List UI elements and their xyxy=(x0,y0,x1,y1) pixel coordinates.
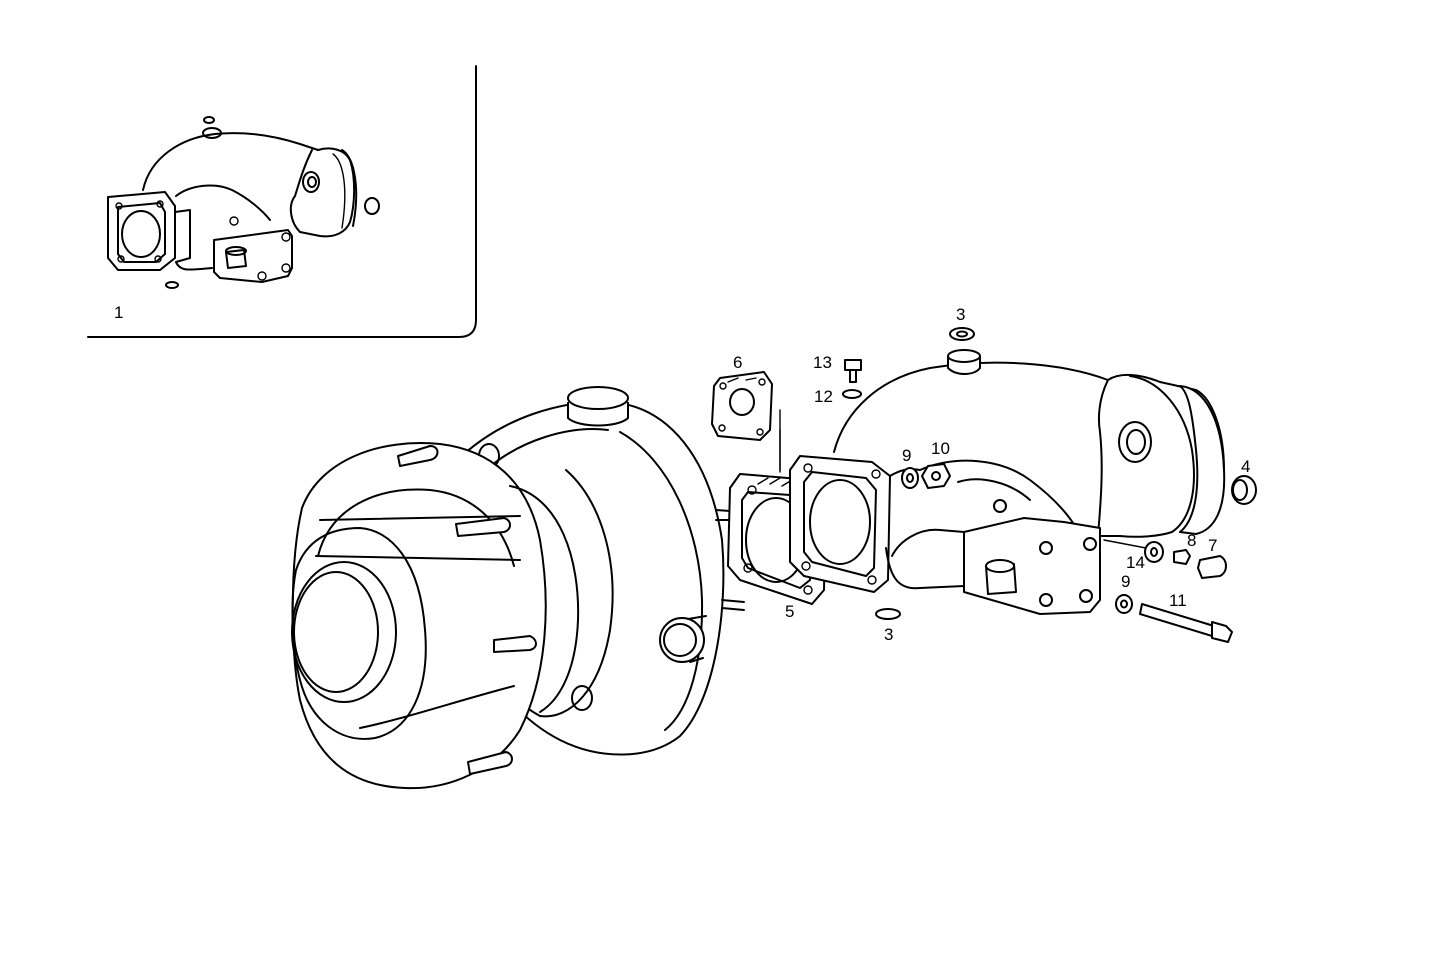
leader-lines xyxy=(779,429,1147,549)
callout-9-top: 9 xyxy=(902,446,911,465)
part-11-stud-bolt xyxy=(1139,603,1233,643)
callout-8: 8 xyxy=(1187,531,1196,550)
callout-14: 14 xyxy=(1126,553,1145,572)
callout-11: 11 xyxy=(1169,591,1187,610)
part-12-washer xyxy=(842,389,862,399)
exhaust-manifold xyxy=(789,349,1226,615)
callout-5: 5 xyxy=(785,602,794,621)
callout-10: 10 xyxy=(931,439,950,458)
callout-3-top: 3 xyxy=(956,305,965,324)
part-13-bolt xyxy=(844,359,862,383)
callout-1: 1 xyxy=(114,303,123,322)
part-3-washer-bottom xyxy=(875,608,901,620)
callout-3-bottom: 3 xyxy=(884,625,893,644)
part-9-washer-top xyxy=(901,467,919,489)
part-7-plug xyxy=(1197,555,1227,579)
inset-frame xyxy=(87,65,477,338)
callout-9-bottom: 9 xyxy=(1121,572,1130,591)
callout-6: 6 xyxy=(733,353,742,372)
part-10-nut xyxy=(921,463,951,489)
callout-13: 13 xyxy=(813,353,832,372)
callout-4: 4 xyxy=(1241,457,1250,476)
part-6-gasket xyxy=(711,371,781,471)
inset-manifold-assembly xyxy=(107,116,380,289)
callout-12: 12 xyxy=(814,387,833,406)
part-4-cap xyxy=(1231,475,1257,505)
callout-7: 7 xyxy=(1208,536,1217,555)
turbocharger xyxy=(291,386,745,790)
part-3-washer-top xyxy=(949,327,975,341)
part-14-washer xyxy=(1144,541,1164,563)
part-9-washer-bottom xyxy=(1115,594,1133,614)
part-8-plug xyxy=(1173,549,1191,565)
